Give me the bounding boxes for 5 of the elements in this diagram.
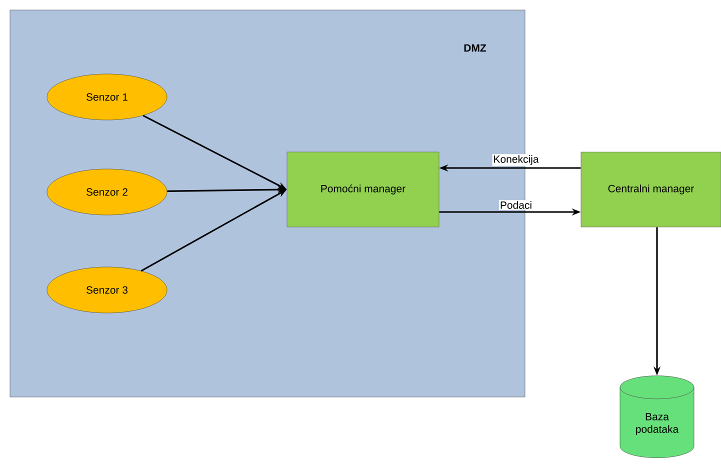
manager-box: Centralni manager: [580, 152, 721, 228]
manager-box: Pomoćni manager: [286, 152, 440, 228]
edge-label: Podaci: [498, 200, 534, 210]
edge-label: Konekcija: [492, 154, 540, 166]
database-cylinder: Baza podataka: [620, 376, 694, 458]
